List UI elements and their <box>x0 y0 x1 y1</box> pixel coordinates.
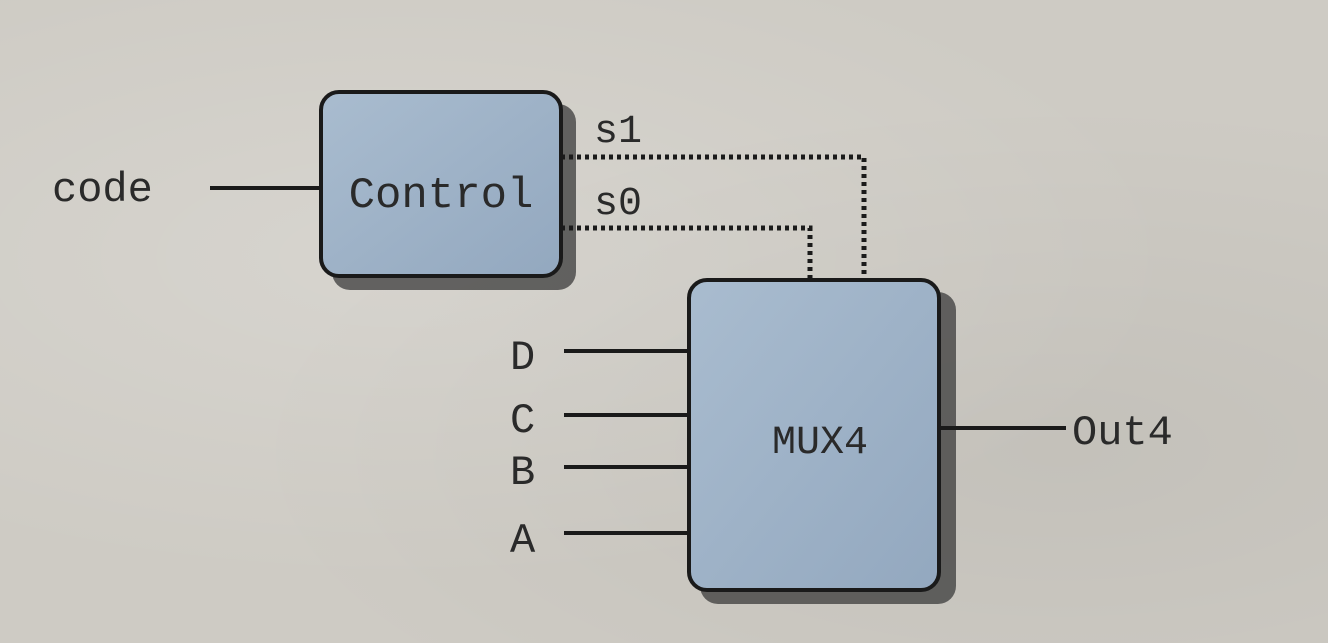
s0-wire <box>561 225 813 280</box>
input-d-label: D <box>510 334 535 382</box>
mux-block <box>687 278 941 592</box>
out-signal-label: Out4 <box>1072 409 1173 457</box>
input-a-label: A <box>510 517 536 565</box>
mux-block-label: MUX4 <box>772 421 868 466</box>
code-signal-label: code <box>52 166 153 214</box>
input-c-label: C <box>510 397 535 445</box>
control-block <box>319 90 563 278</box>
control-block-label: Control <box>349 171 534 221</box>
s1-signal-label: s1 <box>594 110 642 155</box>
s1-wire <box>561 154 867 280</box>
input-b-label: B <box>510 449 535 497</box>
s0-signal-label: s0 <box>594 182 642 227</box>
